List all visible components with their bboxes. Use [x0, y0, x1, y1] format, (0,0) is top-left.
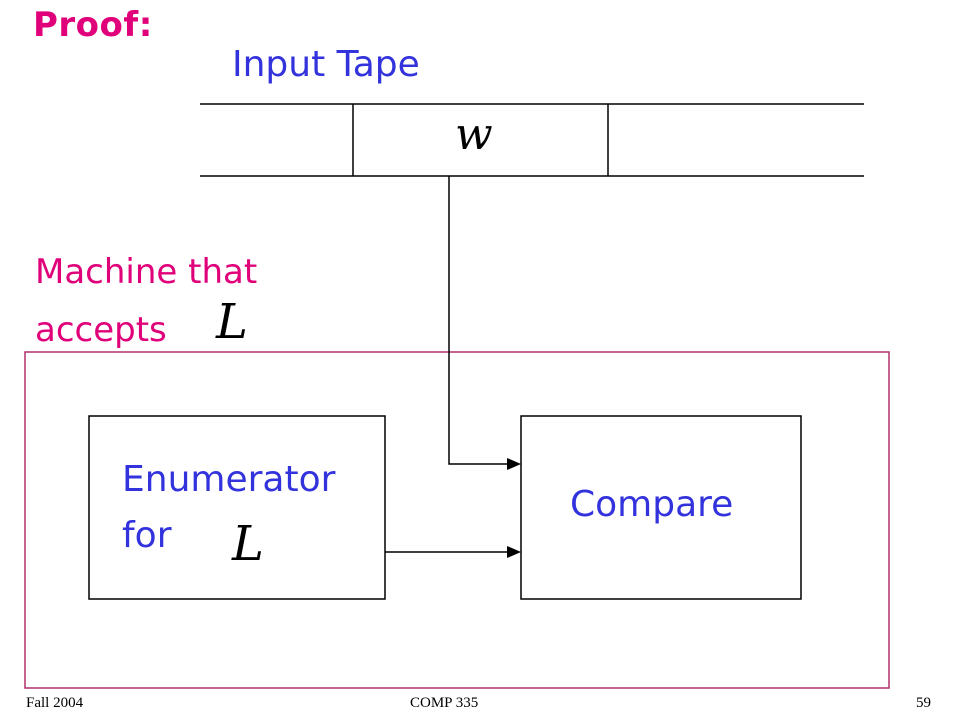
- enumerator-label-line2: for: [122, 515, 172, 556]
- machine-label-line1: Machine that: [35, 252, 258, 292]
- tape-to-compare-arrowhead: [507, 458, 521, 470]
- machine-language-symbol: L: [216, 294, 248, 350]
- tape-to-compare-line: [448, 176, 507, 465]
- footer-page-number: 59: [916, 695, 931, 711]
- enumerator-label-line1: Enumerator: [122, 459, 336, 500]
- enumerator-box: [88, 415, 386, 600]
- proof-heading: Proof:: [33, 5, 153, 45]
- machine-label-line2: accepts: [35, 310, 167, 350]
- enumerator-to-compare-arrowhead: [507, 546, 521, 558]
- footer-course: COMP 335: [410, 695, 479, 711]
- compare-label: Compare: [570, 484, 734, 525]
- machine-boundary: [24, 351, 890, 689]
- machine-label: Machine that accepts: [35, 243, 257, 359]
- footer-date: Fall 2004: [26, 695, 84, 711]
- input-tape-label: Input Tape: [232, 44, 420, 85]
- enumerator-language-symbol: L: [232, 516, 264, 572]
- enumerator-label: Enumerator for: [122, 452, 335, 564]
- tape-symbol-w: w: [455, 109, 493, 160]
- compare-box: [520, 415, 802, 600]
